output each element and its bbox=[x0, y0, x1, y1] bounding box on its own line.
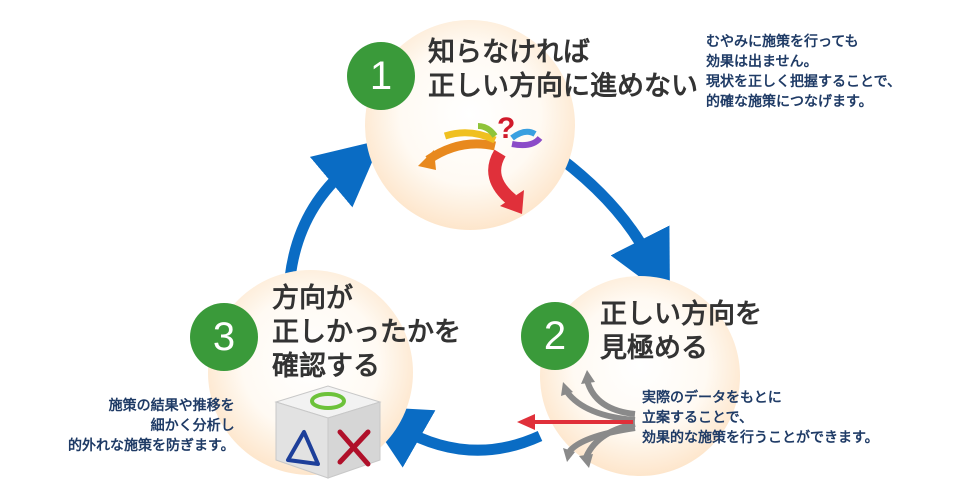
cycle-arrow-icon bbox=[284, 139, 382, 279]
step-1-number-badge: 1 bbox=[347, 42, 415, 110]
step-3-number-badge: 3 bbox=[190, 303, 258, 371]
step-1-description-line: 的確な施策につなげます。 bbox=[706, 94, 873, 110]
step-1-title-line: 知らなければ bbox=[428, 37, 590, 68]
converging-arrows-icon bbox=[517, 370, 636, 468]
step-1-description-line: むやみに施策を行っても bbox=[706, 34, 859, 50]
step-2-title: 正しい方向を 見極める bbox=[600, 298, 762, 366]
step-3-description: 施策の結果や推移を 細かく分析し 的外れな施策を防ぎます。 bbox=[68, 396, 235, 456]
question-arrows-icon: ? bbox=[418, 112, 543, 214]
cycle-arrow-icon bbox=[556, 153, 670, 300]
svg-text:?: ? bbox=[497, 112, 515, 145]
cycle-arrow-icon bbox=[361, 406, 543, 468]
step-3-title: 方向が 正しかったかを 確認する bbox=[272, 282, 461, 384]
step-2-description-line: 立案することで、 bbox=[642, 410, 754, 426]
circle-triangle-cross-cube-icon bbox=[274, 385, 382, 479]
step-3-title-line: 正しかったかを bbox=[272, 317, 461, 348]
step-3-description-line: 細かく分析し bbox=[150, 418, 235, 434]
step-3-title-line: 方向が bbox=[272, 283, 353, 314]
step-2-title-line: 正しい方向を bbox=[600, 299, 762, 330]
step-3-title-line: 確認する bbox=[272, 351, 380, 382]
step-1-description-line: 現状を正しく把握することで、 bbox=[706, 74, 902, 90]
step-3-description-line: 施策の結果や推移を bbox=[108, 398, 235, 414]
step-1-description-line: 効果は出ません。 bbox=[706, 54, 818, 70]
step-2-description-line: 効果的な施策を行うことができます。 bbox=[642, 430, 879, 446]
step-2-description: 実際のデータをもとに 立案することで、 効果的な施策を行うことができます。 bbox=[642, 388, 879, 448]
step-2-title-line: 見極める bbox=[600, 333, 708, 364]
step-1-description: むやみに施策を行っても 効果は出ません。 現状を正しく把握することで、 的確な施… bbox=[706, 32, 901, 112]
step-2-number-badge: 2 bbox=[521, 302, 589, 370]
step-1-title-line: 正しい方向に進めない bbox=[428, 71, 698, 102]
step-1-title: 知らなければ 正しい方向に進めない bbox=[428, 36, 698, 104]
step-3-description-line: 的外れな施策を防ぎます。 bbox=[68, 438, 235, 454]
step-2-description-line: 実際のデータをもとに bbox=[642, 390, 782, 406]
